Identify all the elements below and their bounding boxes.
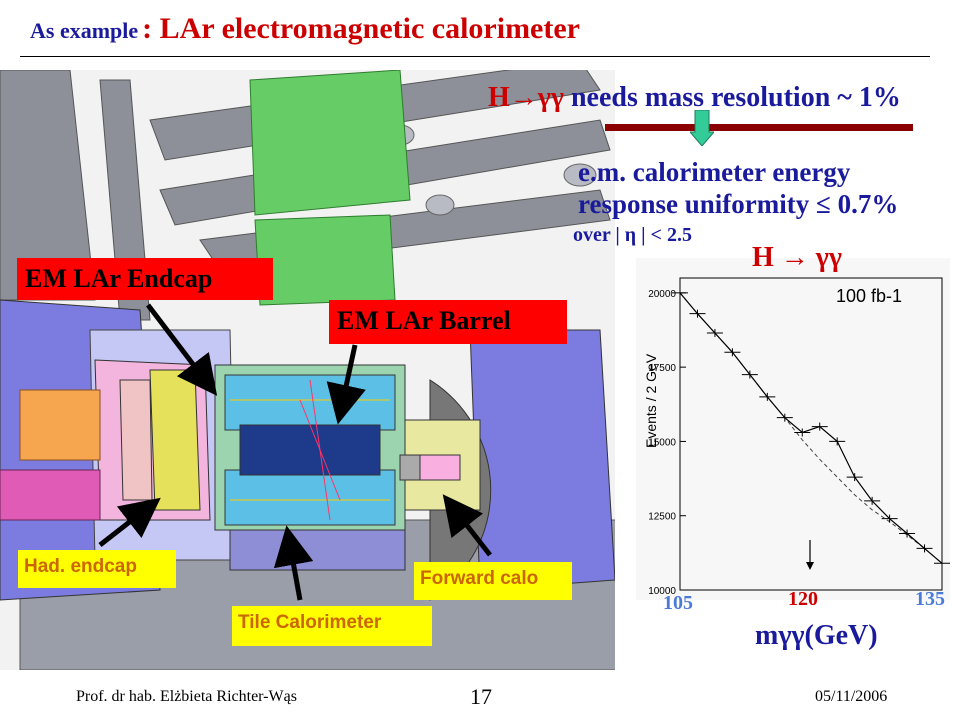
x-tick-120: 120 xyxy=(788,588,818,610)
channel-text: H→γγ xyxy=(488,82,564,113)
footer-date: 05/11/2006 xyxy=(815,688,888,705)
title-prefix: As example xyxy=(30,18,139,43)
mass-spectrum-plot: 20000 17500 15000 12500 10000 100 fb-1 Event… xyxy=(643,277,950,597)
eta-range: over | η | < 2.5 xyxy=(573,224,692,246)
label-had-endcap: Had. endcap xyxy=(18,550,176,588)
down-arrow-icon xyxy=(690,110,714,146)
requirement-underline xyxy=(605,124,913,131)
mass-marker-arrowhead xyxy=(806,562,814,570)
plot-frame xyxy=(679,277,943,591)
y-tick-label: 17500 xyxy=(648,363,676,374)
lumi-label: 100 fb-1 xyxy=(836,286,902,306)
x-axis-label: mγγ(GeV) xyxy=(755,620,878,651)
pointer-arrows xyxy=(98,303,492,601)
uniformity-requirement: e.m. calorimeter energy response uniform… xyxy=(578,156,898,220)
x-tick-135: 135 xyxy=(915,588,945,610)
y-tick-label: 15000 xyxy=(648,437,676,448)
resolution-text: needs mass resolution ~ 1% xyxy=(563,82,901,113)
label-em-endcap: EM LAr Endcap xyxy=(17,258,273,300)
uniformity-line-2: response uniformity ≤ 0.7% xyxy=(578,189,899,219)
plot-background xyxy=(636,258,950,600)
plot-title: H → γγ xyxy=(752,242,842,273)
title-divider xyxy=(20,56,930,57)
uniformity-line-1: e.m. calorimeter energy xyxy=(578,157,851,187)
footer-author: Prof. dr hab. Elżbieta Richter-Wąs xyxy=(76,688,297,705)
y-tick-label: 12500 xyxy=(648,512,676,523)
y-tick-label: 20000 xyxy=(648,289,676,300)
mass-resolution-requirement: H→γγ needs mass resolution ~ 1% xyxy=(488,82,901,114)
label-forward-calo: Forward calo xyxy=(414,562,572,600)
y-tick-label: 10000 xyxy=(648,586,676,597)
title-main: : LAr electromagnetic calorimeter xyxy=(142,12,580,45)
slide-title: As example : LAr electromagnetic calorim… xyxy=(30,12,580,46)
label-em-barrel: EM LAr Barrel xyxy=(329,300,567,344)
y-axis-label: Events / 2 GeV xyxy=(643,353,659,448)
page-number: 17 xyxy=(470,684,492,709)
signal-curve xyxy=(679,292,943,564)
label-tile-calorimeter: Tile Calorimeter xyxy=(232,606,432,646)
x-tick-105: 105 xyxy=(663,592,693,614)
